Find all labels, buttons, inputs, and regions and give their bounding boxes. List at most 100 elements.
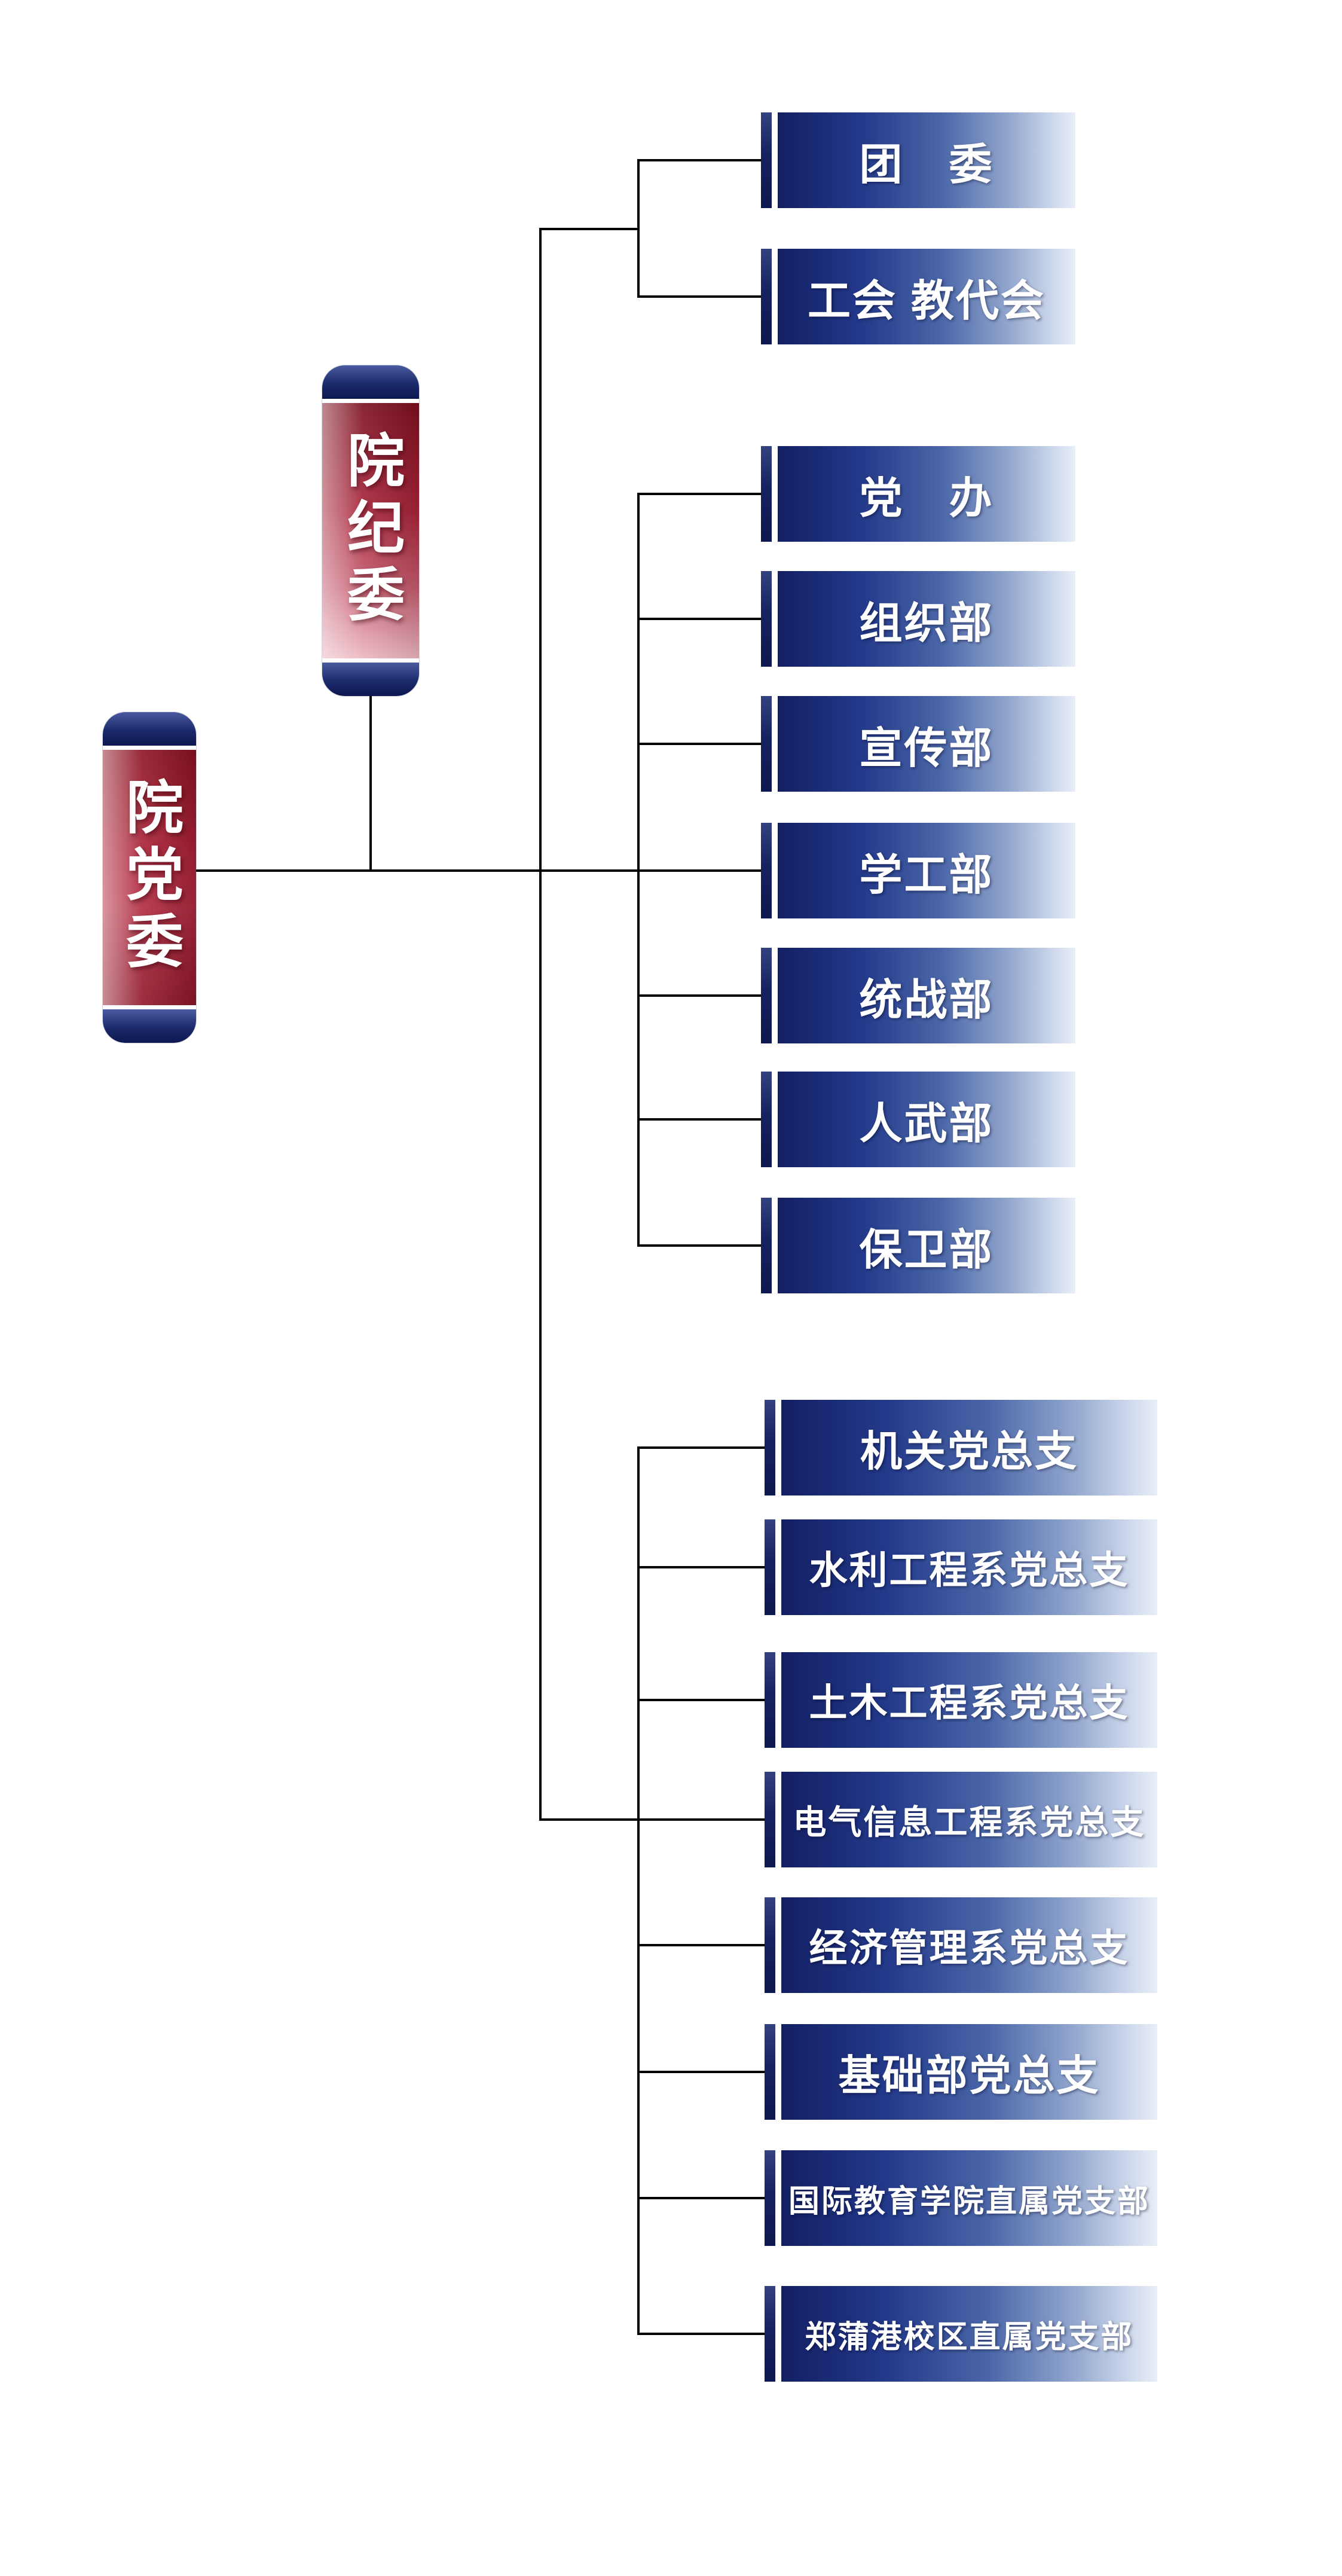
connector-branch-civil-engineering (637, 1699, 765, 1701)
node-face: 基础部党总支 (781, 2024, 1157, 2120)
node-accent-bar (765, 1400, 775, 1495)
connector-branch-armed-forces-dept (637, 1118, 761, 1121)
node-face: 团 委 (778, 112, 1075, 208)
node-face: 保卫部 (778, 1198, 1075, 1293)
node-face: 人武部 (778, 1072, 1075, 1167)
node-label: 电气信息工程系党总支 (793, 1803, 1146, 1841)
node-face: 机关党总支 (781, 1400, 1157, 1495)
node-accent-bar (761, 112, 772, 208)
connector-branch-party-office (637, 493, 761, 495)
node-label: 院党委 (117, 777, 182, 978)
pill-gap (322, 399, 419, 403)
connector-branch-propaganda-dept (637, 743, 761, 745)
node-label: 水利工程系党总支 (809, 1549, 1130, 1592)
pill-body: 院纪委 (322, 403, 419, 658)
node-armed-forces-dept: 人武部 (761, 1072, 1075, 1167)
connector-trunk-vertical (539, 228, 542, 1821)
node-security-dept: 保卫部 (761, 1198, 1075, 1293)
connector-root-horizontal (196, 869, 761, 872)
connector-branch-zhengpugang (637, 2333, 765, 2335)
node-label: 组织部 (859, 599, 994, 648)
node-label: 学工部 (859, 851, 994, 899)
node-face: 党 办 (778, 446, 1075, 542)
node-label: 人武部 (859, 1100, 994, 1148)
node-civil-engineering-branch: 土木工程系党总支 (765, 1652, 1157, 1748)
node-accent-bar (761, 696, 772, 792)
node-label: 统战部 (859, 976, 994, 1024)
node-discipline-committee: 院纪委 (322, 365, 419, 696)
connector-branch-basic-courses (637, 2071, 765, 2073)
node-face: 工会 教代会 (778, 249, 1075, 344)
pill-gap (103, 746, 196, 750)
node-label: 院纪委 (338, 430, 403, 631)
node-face: 土木工程系党总支 (781, 1652, 1157, 1748)
connector-branch-united-front-dept (637, 994, 761, 997)
node-party-committee: 院党委 (103, 712, 196, 1043)
node-accent-bar (765, 2024, 775, 2120)
node-face: 水利工程系党总支 (781, 1519, 1157, 1615)
node-economics-management-branch: 经济管理系党总支 (765, 1897, 1157, 1993)
node-label: 机关党总支 (860, 1427, 1078, 1475)
connector-trunk-top-elbow (539, 228, 640, 230)
node-accent-bar (761, 948, 772, 1043)
node-water-conservancy-branch: 水利工程系党总支 (765, 1519, 1157, 1615)
node-accent-bar (765, 1652, 775, 1748)
node-student-affairs-dept: 学工部 (761, 823, 1075, 918)
node-electrical-info-branch: 电气信息工程系党总支 (765, 1772, 1157, 1867)
pill-top-cap (322, 365, 419, 399)
node-face: 经济管理系党总支 (781, 1897, 1157, 1993)
node-face: 电气信息工程系党总支 (781, 1772, 1157, 1867)
node-party-office: 党 办 (761, 446, 1075, 542)
node-accent-bar (761, 249, 772, 344)
node-accent-bar (761, 571, 772, 667)
connector-branch-organization-dept (637, 618, 761, 620)
node-accent-bar (765, 1897, 775, 1993)
node-label: 经济管理系党总支 (809, 1927, 1130, 1970)
pill-top-cap (103, 712, 196, 746)
connector-branch-electrical-info (539, 1818, 765, 1821)
node-basic-courses-branch: 基础部党总支 (765, 2024, 1157, 2120)
node-label: 工会 教代会 (807, 277, 1046, 325)
node-label: 基础部党总支 (838, 2052, 1100, 2099)
connector-branches-vertical (637, 1446, 640, 2335)
node-accent-bar (765, 2286, 775, 2382)
node-accent-bar (761, 446, 772, 542)
node-accent-bar (765, 1519, 775, 1615)
connector-branch-union (637, 295, 761, 298)
node-label: 团 委 (859, 141, 994, 189)
node-label: 保卫部 (859, 1226, 994, 1274)
node-label: 宣传部 (859, 724, 994, 773)
pill-bottom-cap (322, 663, 419, 696)
node-face: 组织部 (778, 571, 1075, 667)
node-face: 学工部 (778, 823, 1075, 918)
connector-branch-organ (637, 1446, 765, 1449)
connector-departments-vertical (637, 493, 640, 1247)
node-label: 党 办 (859, 474, 994, 523)
pill-body: 院党委 (103, 750, 196, 1005)
node-union-staff-congress: 工会 教代会 (761, 249, 1075, 344)
node-accent-bar (765, 1772, 775, 1867)
pill-bottom-cap (103, 1009, 196, 1043)
node-organization-dept: 组织部 (761, 571, 1075, 667)
connector-mass-group-vertical (637, 159, 640, 298)
node-propaganda-dept: 宣传部 (761, 696, 1075, 792)
node-accent-bar (761, 1198, 772, 1293)
connector-branch-security-dept (637, 1244, 761, 1247)
connector-branch-water-conservancy (637, 1566, 765, 1568)
node-face: 宣传部 (778, 696, 1075, 792)
node-united-front-dept: 统战部 (761, 948, 1075, 1043)
connector-branch-youth-league (637, 159, 761, 161)
node-accent-bar (761, 1072, 772, 1167)
connector-discipline-vertical (369, 696, 372, 872)
node-youth-league: 团 委 (761, 112, 1075, 208)
connector-branch-economics (637, 1944, 765, 1946)
node-organ-general-branch: 机关党总支 (765, 1400, 1157, 1495)
connector-branch-international-education (637, 2197, 765, 2199)
node-international-education-branch: 国际教育学院直属党支部 (765, 2150, 1157, 2246)
node-face: 统战部 (778, 948, 1075, 1043)
node-face: 郑蒲港校区直属党支部 (781, 2286, 1157, 2382)
node-accent-bar (761, 823, 772, 918)
node-face: 国际教育学院直属党支部 (781, 2150, 1157, 2246)
node-label: 土木工程系党总支 (809, 1681, 1130, 1725)
